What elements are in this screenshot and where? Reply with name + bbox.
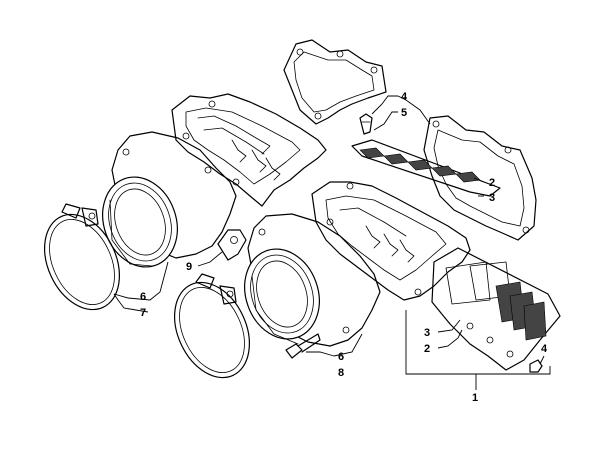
callout-4-lower: 4: [541, 343, 548, 355]
callout-7: 7: [140, 307, 146, 319]
bracket-part: [217, 229, 247, 261]
intake-boot-lower-right: [244, 213, 381, 347]
callout-9: 9: [186, 261, 192, 273]
bolt-part: [285, 333, 321, 359]
callout-2-upper: 2: [489, 177, 495, 189]
callout-4-upper: 4: [401, 91, 408, 103]
callout-5: 5: [401, 107, 407, 119]
reed-plate-lower: [431, 247, 561, 371]
screw-lower: [529, 359, 543, 373]
callout-3-lower: 3: [424, 327, 430, 339]
callout-8: 8: [338, 367, 344, 379]
callout-labels: 4 5 2 3 9 6 7 3 2 4 6 8 1: [140, 91, 548, 404]
reed-cage-lower-right: [311, 181, 471, 301]
reed-cage-upper-left: [171, 93, 327, 207]
callout-6-left: 6: [140, 291, 146, 303]
clamp-lower-left: [174, 273, 250, 379]
callout-6-right: 6: [338, 351, 344, 363]
intake-boot-upper-left: [102, 131, 237, 268]
callout-2-lower: 2: [424, 343, 430, 355]
callout-1: 1: [472, 392, 478, 404]
reed-petals-upper: [351, 139, 501, 197]
leader-lines: [113, 95, 551, 390]
clamp-upper-left: [44, 203, 120, 311]
gasket-lower-right: [423, 115, 537, 241]
screw-upper: [359, 113, 373, 135]
callout-3-upper: 3: [489, 192, 495, 204]
gasket-upper: [283, 39, 387, 125]
